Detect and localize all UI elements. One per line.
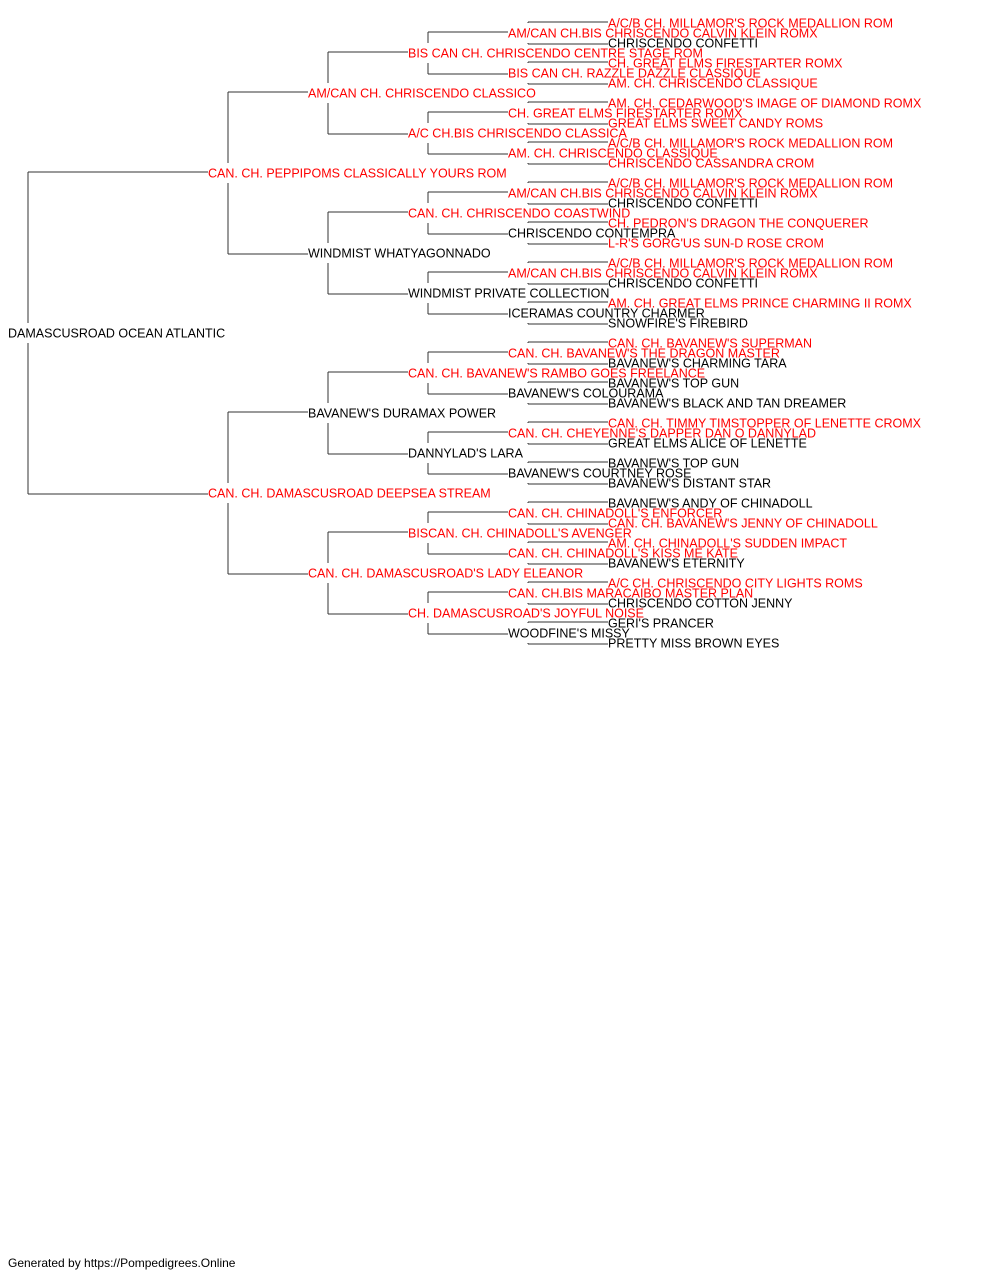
- ancestor-name: CAN. CH.BIS MARACAIBO MASTER PLAN: [508, 587, 753, 601]
- ancestor-name: CHRISCENDO CONFETTI: [608, 197, 758, 211]
- ancestor-name: CHRISCENDO CONFETTI: [608, 277, 758, 291]
- ancestor-name: AM. CH. CHRISCENDO CLASSIQUE: [608, 77, 818, 91]
- ancestor-name: AM/CAN CH.BIS CHRISCENDO CALVIN KLEIN RO…: [508, 187, 818, 201]
- ancestor-name: A/C CH.BIS CHRISCENDO CLASSICA: [408, 127, 627, 141]
- ancestor-name: CAN. CH. PEPPIPOMS CLASSICALLY YOURS ROM: [208, 167, 507, 181]
- ancestor-name: GREAT ELMS SWEET CANDY ROMS: [608, 117, 823, 131]
- ancestor-name: CH. PEDRON'S DRAGON THE CONQUERER: [608, 217, 869, 231]
- ancestor-name: BAVANEW'S ANDY OF CHINADOLL: [608, 497, 813, 511]
- ancestor-name: DANNYLAD'S LARA: [408, 447, 524, 461]
- ancestor-name: CAN. CH. DAMASCUSROAD'S LADY ELEANOR: [308, 567, 583, 581]
- ancestor-name: BAVANEW'S TOP GUN: [608, 377, 739, 391]
- ancestor-name: AM/CAN CH.BIS CHRISCENDO CALVIN KLEIN RO…: [508, 27, 818, 41]
- ancestor-name: WOODFINE'S MISSY: [508, 627, 631, 641]
- ancestor-name: CH. GREAT ELMS FIRESTARTER ROMX: [608, 57, 843, 71]
- ancestor-name: BIS CAN CH. CHRISCENDO CENTRE STAGE ROM: [408, 47, 703, 61]
- ancestor-name: A/C/B CH. MILLAMOR'S ROCK MEDALLION ROM: [608, 137, 893, 151]
- ancestor-name: BAVANEW'S COLOURAMA: [508, 387, 664, 401]
- ancestor-name: CAN. CH. DAMASCUSROAD DEEPSEA STREAM: [208, 487, 491, 501]
- ancestor-name: BAVANEW'S BLACK AND TAN DREAMER: [608, 397, 846, 411]
- ancestor-name: AM. CH. CHINADOLL'S SUDDEN IMPACT: [608, 537, 847, 551]
- ancestor-name: CH. GREAT ELMS FIRESTARTER ROMX: [508, 107, 743, 121]
- ancestor-name: WINDMIST WHATYAGONNADO: [308, 247, 491, 261]
- ancestor-name: ICERAMAS COUNTRY CHARMER: [508, 307, 705, 321]
- ancestor-name: A/C/B CH. MILLAMOR'S ROCK MEDALLION ROM: [608, 257, 893, 271]
- ancestor-name: AM/CAN CH.BIS CHRISCENDO CALVIN KLEIN RO…: [508, 267, 818, 281]
- ancestor-name: WINDMIST PRIVATE COLLECTION: [408, 287, 609, 301]
- ancestor-name: CAN. CH. BAVANEW'S SUPERMAN: [608, 337, 812, 351]
- ancestor-name: AM. CH. CHRISCENDO CLASSIQUE: [508, 147, 718, 161]
- ancestor-name: GREAT ELMS ALICE OF LENETTE: [608, 437, 807, 451]
- ancestor-name: AM. CH. CEDARWOOD'S IMAGE OF DIAMOND ROM…: [608, 97, 922, 111]
- ancestor-name: BISCAN. CH. CHINADOLL'S AVENGER: [408, 527, 632, 541]
- ancestor-name: BAVANEW'S TOP GUN: [608, 457, 739, 471]
- ancestor-name: A/C/B CH. MILLAMOR'S ROCK MEDALLION ROM: [608, 177, 893, 191]
- ancestor-name: L-R'S GORG'US SUN-D ROSE CROM: [608, 237, 824, 251]
- ancestor-name: AM. CH. GREAT ELMS PRINCE CHARMING II RO…: [608, 297, 912, 311]
- ancestor-name: A/C CH. CHRISCENDO CITY LIGHTS ROMS: [608, 577, 863, 591]
- ancestor-name: CAN. CH. BAVANEW'S RAMBO GOES FREELANCE: [408, 367, 705, 381]
- ancestor-name: CHRISCENDO COTTON JENNY: [608, 597, 793, 611]
- ancestor-name: SNOWFIRE'S FIREBIRD: [608, 317, 748, 331]
- ancestor-name: BAVANEW'S ETERNITY: [608, 557, 745, 571]
- ancestor-name: BAVANEW'S DURAMAX POWER: [308, 407, 496, 421]
- subject-dog-name: DAMASCUSROAD OCEAN ATLANTIC: [8, 327, 225, 341]
- ancestor-name: CAN. CH. CHINADOLL'S KISS ME KATE: [508, 547, 738, 561]
- ancestor-name: BAVANEW'S COURTNEY ROSE: [508, 467, 691, 481]
- ancestor-name: AM/CAN CH. CHRISCENDO CLASSICO: [308, 87, 536, 101]
- ancestor-name: CHRISCENDO CONTEMPRA: [508, 227, 676, 241]
- footer-credit: Generated by https://Pompedigrees.Online: [8, 1256, 236, 1270]
- ancestor-name: CAN. CH. TIMMY TIMSTOPPER OF LENETTE CRO…: [608, 417, 922, 431]
- ancestor-name: CAN. CH. BAVANEW'S THE DRAGON MASTER: [508, 347, 780, 361]
- ancestor-name: PRETTY MISS BROWN EYES: [608, 637, 779, 651]
- ancestor-name: CH. DAMASCUSROAD'S JOYFUL NOISE: [408, 607, 644, 621]
- ancestor-name: CHRISCENDO CONFETTI: [608, 37, 758, 51]
- ancestor-name: BAVANEW'S DISTANT STAR: [608, 477, 771, 491]
- ancestor-name: BIS CAN CH. RAZZLE DAZZLE CLASSIQUE: [508, 67, 761, 81]
- ancestor-name: A/C/B CH. MILLAMOR'S ROCK MEDALLION ROM: [608, 17, 893, 31]
- ancestor-name: BAVANEW'S CHARMING TARA: [608, 357, 787, 371]
- ancestor-name: CAN. CH. CHINADOLL'S ENFORCER: [508, 507, 722, 521]
- ancestor-name: CHRISCENDO CASSANDRA CROM: [608, 157, 814, 171]
- ancestor-name: CAN. CH. CHEYENNE'S DAPPER DAN O DANNYLA…: [508, 427, 816, 441]
- ancestor-name: CAN. CH. BAVANEW'S JENNY OF CHINADOLL: [608, 517, 878, 531]
- ancestor-name: GERI'S PRANCER: [608, 617, 714, 631]
- ancestor-name: CAN. CH. CHRISCENDO COASTWIND: [408, 207, 630, 221]
